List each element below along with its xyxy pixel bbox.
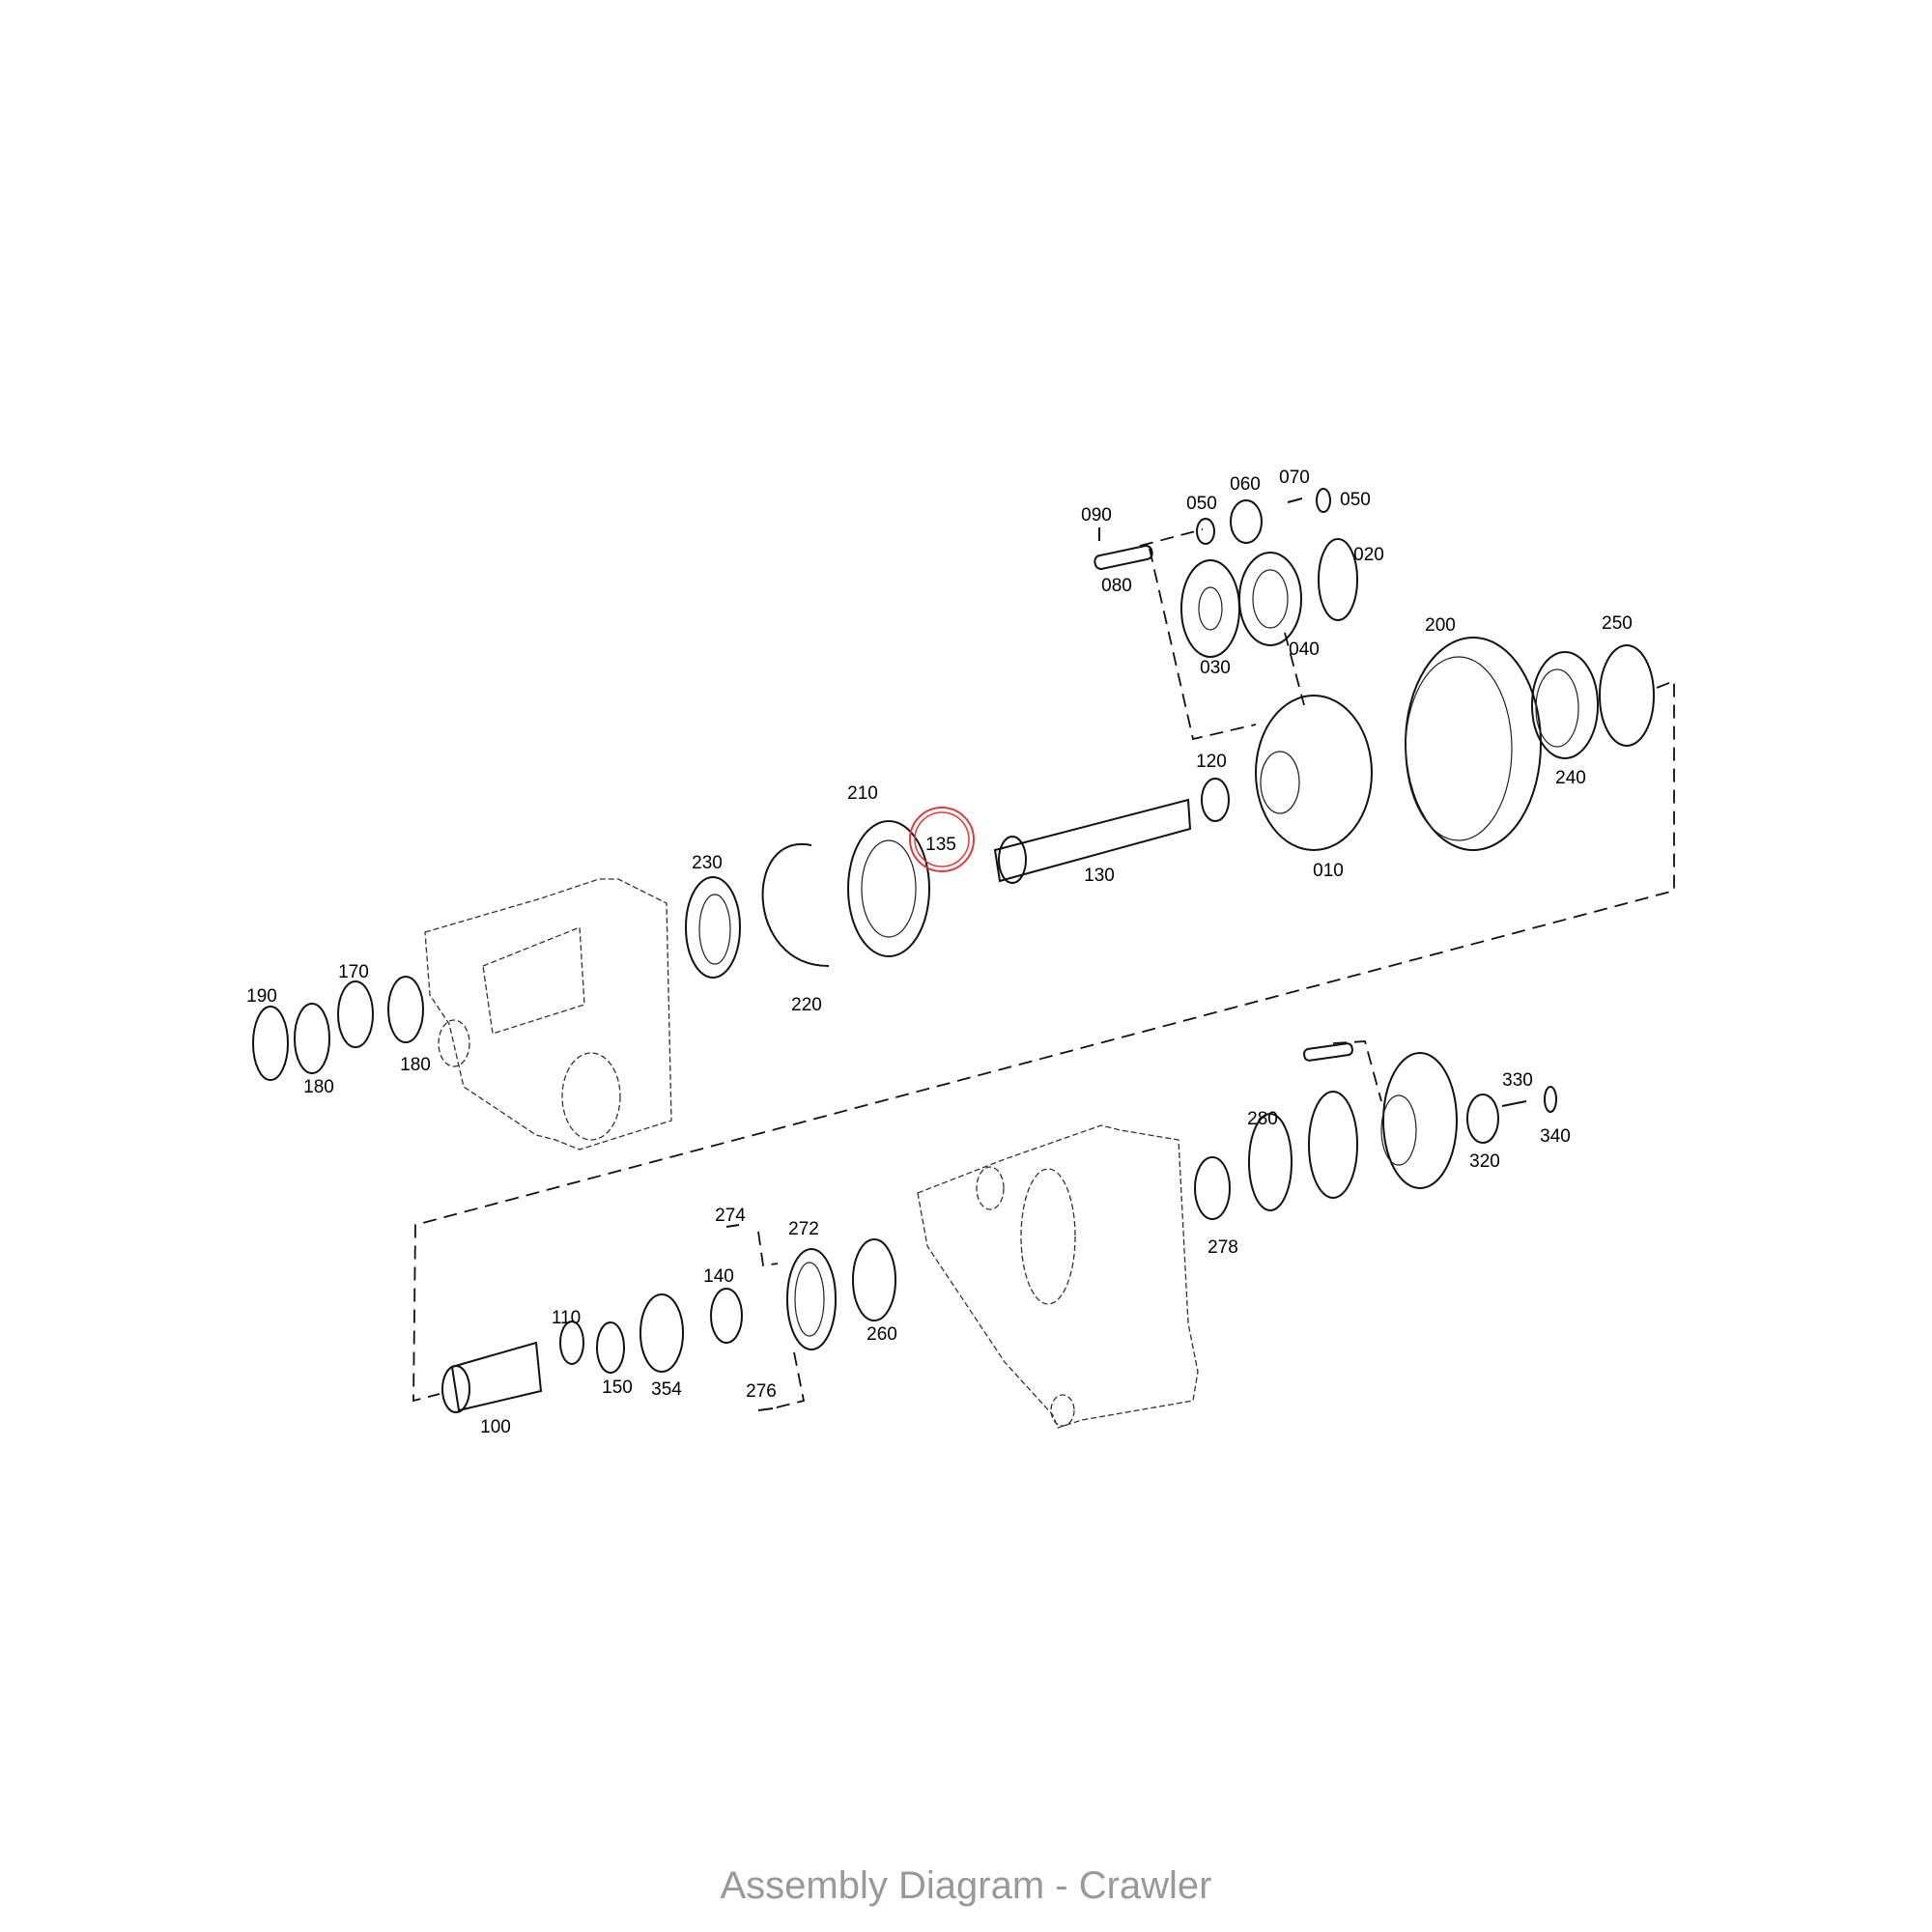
- part-170-cup: [337, 980, 374, 1048]
- part-276-screw: [757, 1407, 774, 1411]
- part-354-sync: [639, 1293, 684, 1373]
- part-label-340[interactable]: 340: [1540, 1126, 1571, 1147]
- part-label-320[interactable]: 320: [1469, 1151, 1500, 1172]
- assembly-lines: [412, 528, 1675, 1409]
- part-bolt: [1303, 1042, 1353, 1062]
- part-190-ring: [252, 1006, 289, 1081]
- part-label-150[interactable]: 150: [602, 1378, 633, 1398]
- part-label-080[interactable]: 080: [1101, 576, 1132, 596]
- part-labels: 090 080 050 060 070 050 020 030 040 200 250 240 120 0…: [246, 468, 1633, 1437]
- part-180-ring: [387, 976, 424, 1043]
- part-label-120[interactable]: 120: [1196, 752, 1227, 772]
- part-label-230[interactable]: 230: [692, 853, 723, 873]
- part-flange: [1382, 1052, 1458, 1189]
- part-080-pin: [1094, 545, 1153, 570]
- part-label-200[interactable]: 200: [1425, 615, 1456, 636]
- part-210-seal: [847, 820, 930, 957]
- part-230-bearing: [685, 876, 741, 979]
- part-180-ring-b: [294, 1003, 330, 1074]
- part-label-278[interactable]: 278: [1208, 1237, 1238, 1258]
- part-label-260[interactable]: 260: [867, 1324, 897, 1345]
- part-label-110[interactable]: 110: [552, 1308, 581, 1328]
- part-010-carrier: [1255, 695, 1373, 851]
- part-label-190[interactable]: 190: [246, 986, 277, 1007]
- part-label-220[interactable]: 220: [791, 995, 822, 1015]
- parts-upper: [252, 488, 1655, 1081]
- part-label-130[interactable]: 130: [1084, 866, 1115, 886]
- part-label-050b[interactable]: 050: [1340, 490, 1371, 510]
- part-278-nut: [1194, 1156, 1231, 1220]
- part-020-washer: [1318, 538, 1358, 621]
- part-label-240[interactable]: 240: [1555, 768, 1586, 788]
- part-label-280[interactable]: 280: [1247, 1109, 1278, 1129]
- part-200-ring-gear: [1405, 637, 1542, 851]
- part-label-180b[interactable]: 180: [303, 1077, 334, 1097]
- part-label-010[interactable]: 010: [1313, 861, 1344, 881]
- part-320-cover: [1466, 1094, 1499, 1144]
- part-110-bearing: [559, 1321, 584, 1365]
- part-label-272[interactable]: 272: [788, 1219, 819, 1239]
- part-050-washer-b: [1316, 488, 1331, 513]
- part-150-ring: [596, 1321, 625, 1374]
- diagram-caption: Assembly Diagram - Crawler: [720, 1864, 1212, 1907]
- part-140-ring: [710, 1288, 743, 1344]
- part-340-washer: [1544, 1086, 1557, 1113]
- part-040-gear: [1238, 552, 1302, 646]
- housing-upper: [424, 878, 672, 1151]
- part-label-330[interactable]: 330: [1502, 1070, 1533, 1091]
- part-330-screw: [1501, 1100, 1527, 1107]
- part-260-bearing: [852, 1238, 896, 1321]
- part-070-pin: [1287, 497, 1303, 503]
- part-label-030[interactable]: 030: [1200, 658, 1231, 678]
- part-label-060[interactable]: 060: [1230, 474, 1261, 495]
- part-100-hub: [450, 1341, 543, 1412]
- part-label-020[interactable]: 020: [1353, 545, 1384, 565]
- part-240-bearing: [1531, 651, 1599, 759]
- part-label-250[interactable]: 250: [1602, 613, 1633, 634]
- part-272-bearing: [786, 1248, 837, 1350]
- part-label-070[interactable]: 070: [1279, 468, 1310, 488]
- part-120-ring: [1201, 778, 1230, 822]
- housing-lower: [917, 1124, 1199, 1429]
- part-030-washer: [1180, 559, 1240, 658]
- part-label-180a[interactable]: 180: [400, 1055, 431, 1075]
- part-label-090[interactable]: 090: [1081, 505, 1112, 526]
- part-label-135[interactable]: 135: [925, 835, 956, 855]
- part-130-shaft: [993, 798, 1192, 883]
- part-250-ring: [1599, 644, 1655, 747]
- part-label-040[interactable]: 040: [1289, 639, 1320, 660]
- part-seal: [1308, 1091, 1358, 1199]
- part-label-140[interactable]: 140: [703, 1266, 734, 1287]
- part-220-ring: [761, 842, 830, 967]
- part-label-274[interactable]: 274: [715, 1206, 746, 1226]
- part-050-washer: [1196, 518, 1215, 545]
- parts-lower: [441, 1042, 1557, 1413]
- part-label-100[interactable]: 100: [480, 1417, 511, 1437]
- part-label-354[interactable]: 354: [651, 1379, 682, 1400]
- highlight-135[interactable]: [909, 807, 975, 872]
- part-label-170[interactable]: 170: [338, 962, 369, 982]
- part-060-gear: [1230, 499, 1263, 544]
- part-label-276[interactable]: 276: [746, 1381, 777, 1402]
- part-280-ring: [1248, 1113, 1293, 1211]
- part-label-050a[interactable]: 050: [1186, 494, 1217, 514]
- part-label-210[interactable]: 210: [847, 783, 878, 804]
- part-274-pin: [725, 1224, 740, 1228]
